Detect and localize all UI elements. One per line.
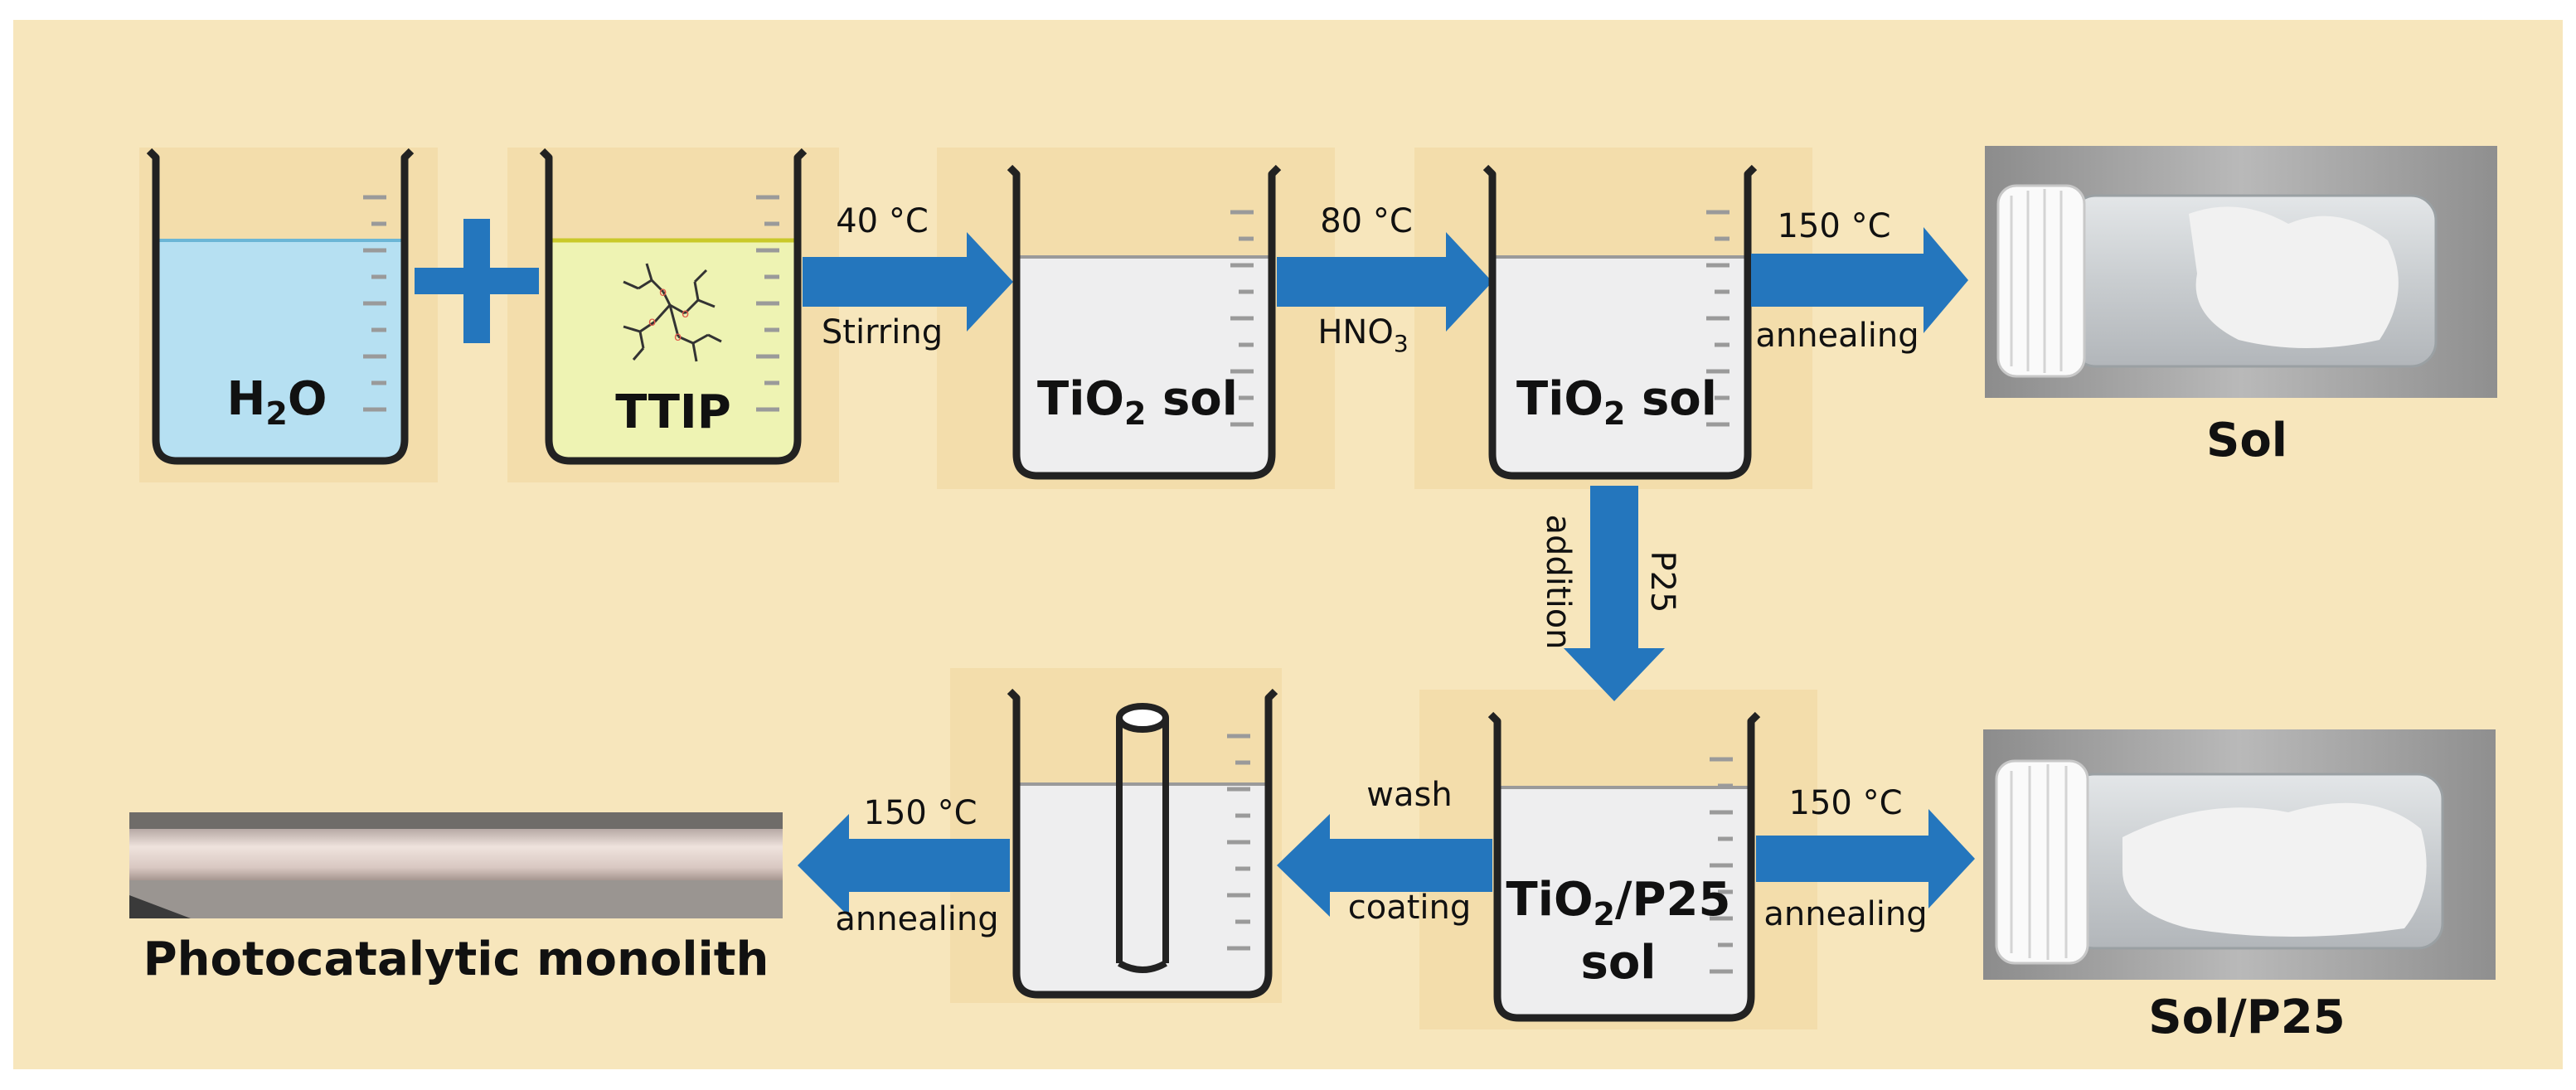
arrow-annealing-p25 [1756, 809, 1975, 908]
monolith-photo [129, 812, 783, 918]
plus-icon [415, 219, 539, 343]
monolith-rod-icon [1116, 703, 1169, 973]
svg-text:o: o [674, 329, 682, 344]
step2-reagent: HNO3 [1317, 313, 1408, 357]
sample-jar-icon [1995, 759, 2089, 965]
step6-action: wash [1366, 776, 1452, 814]
ttip-label: TTIP [615, 385, 731, 439]
step4-reagent: P25 [1643, 550, 1681, 613]
sol-product-label: Sol [2206, 414, 2287, 467]
monolith-product-label: Photocatalytic monolith [143, 933, 769, 986]
step5-action: annealing [1763, 895, 1927, 933]
tio2-sol-label-2: TiO2 sol [1516, 372, 1717, 432]
arrow-p25-addition [1564, 486, 1665, 701]
step3-temperature: 150 °C [1778, 207, 1891, 245]
sol-p25-product-label: Sol/P25 [2148, 991, 2345, 1044]
tio2-sol-beaker-2: TiO2 sol [1482, 164, 1758, 480]
step3-action: annealing [1755, 317, 1919, 355]
step5-temperature: 150 °C [1789, 784, 1903, 822]
tio2-p25-sol-label: TiO2/P25 [1506, 873, 1731, 933]
ttip-beaker: oo oo TTIP [539, 148, 808, 465]
water-label: H2O [227, 372, 327, 432]
step6-action-2: coating [1348, 889, 1472, 927]
sol-p25-jar-photo [1983, 729, 2496, 980]
water-beaker: H2O [146, 148, 415, 465]
ttip-molecule-icon [623, 263, 722, 362]
arrow-annealing-sol [1751, 227, 1968, 333]
sample-jar-icon [1996, 184, 2086, 378]
step1-temperature: 40 °C [836, 202, 929, 240]
step4-action: addition [1539, 514, 1577, 649]
step2-temperature: 80 °C [1320, 202, 1413, 240]
tio2-p25-sol-label-line2: sol [1581, 936, 1657, 990]
step7-temperature: 150 °C [864, 794, 978, 832]
sol-jar-photo [1985, 146, 2497, 398]
tio2-sol-label: TiO2 sol [1037, 372, 1238, 432]
coating-beaker [1007, 688, 1278, 999]
svg-text:o: o [659, 284, 667, 299]
arrow-hno3 [1277, 232, 1492, 332]
step1-action: Stirring [822, 313, 943, 351]
svg-text:o: o [682, 306, 689, 321]
tio2-sol-beaker: TiO2 sol [1007, 164, 1282, 480]
arrow-wash-coating [1277, 814, 1492, 917]
step7-action: annealing [835, 900, 998, 938]
tio2-p25-sol-beaker: TiO2/P25 sol [1487, 711, 1761, 1022]
arrow-stirring [803, 232, 1013, 332]
svg-text:o: o [648, 314, 656, 329]
arrow-annealing-monolith [798, 814, 1010, 917]
